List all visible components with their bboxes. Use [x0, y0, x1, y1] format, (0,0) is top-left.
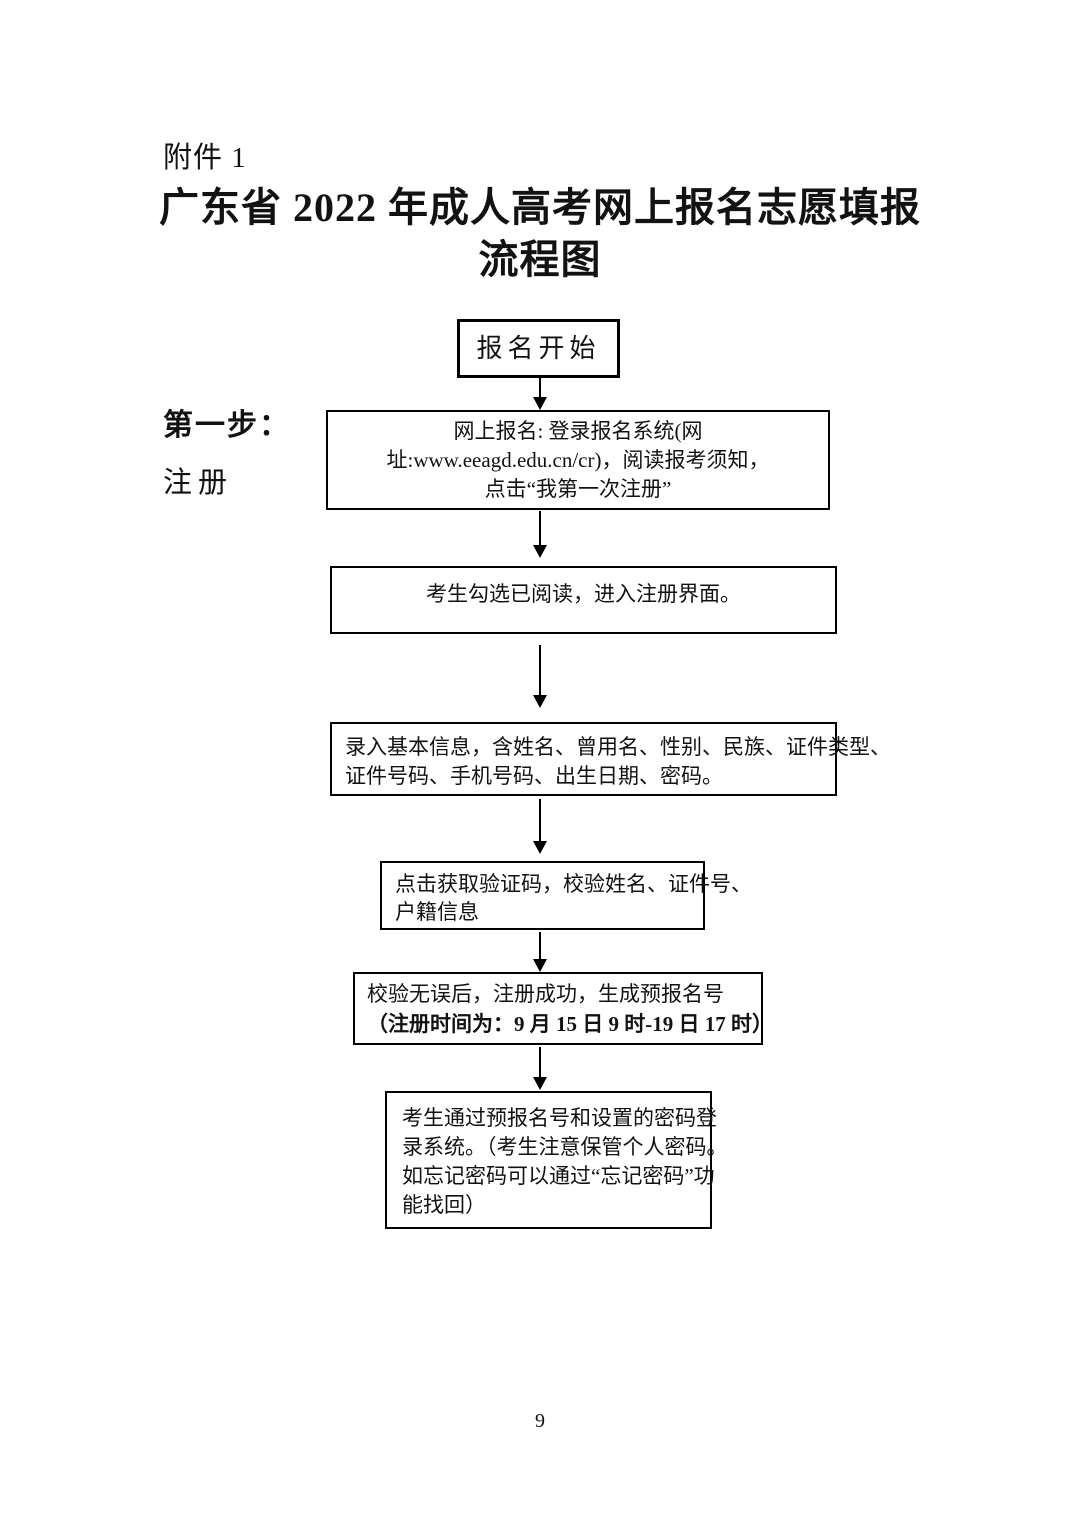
flow-text-line: 户籍信息	[395, 900, 479, 924]
flow-text-line: 点击“我第一次注册”	[484, 477, 672, 501]
flow-node-verification-code: 点击获取验证码，校验姓名、证件号、 户籍信息	[380, 861, 752, 930]
flow-text-line: 点击获取验证码，校验姓名、证件号、	[395, 872, 752, 896]
flow-node-basic-info: 录入基本信息，含姓名、曾用名、性别、民族、证件类型、 证件号码、手机号码、出生日…	[330, 722, 891, 796]
down-arrow-icon	[532, 645, 548, 708]
flow-text-line: 校验无误后，注册成功，生成预报名号	[367, 982, 724, 1006]
flow-text-line: 能找回）	[402, 1193, 486, 1217]
flow-node-online-register: 网上报名: 登录报名系统(网 址:www.eeagd.edu.cn/cr)，阅读…	[326, 410, 830, 510]
flow-node-register-success: 校验无误后，注册成功，生成预报名号 （注册时间为：9 月 15 日 9 时-19…	[353, 972, 773, 1045]
flow-text-line: 考生通过预报名号和设置的密码登	[402, 1106, 717, 1130]
flow-text-line: 考生勾选已阅读，进入注册界面。	[426, 582, 741, 606]
down-arrow-icon	[532, 799, 548, 854]
flow-node-start-text: 报名开始	[476, 334, 601, 363]
page-title-line-2: 流程图	[478, 237, 602, 282]
flow-text-line: 录系统。（考生注意保管个人密码。	[402, 1135, 728, 1159]
flow-text-line: 网上报名: 登录报名系统(网	[453, 419, 703, 443]
flow-text-line-registration-time: （注册时间为：9 月 15 日 9 时-19 日 17 时）	[367, 1012, 773, 1036]
page-title-line-1: 广东省 2022 年成人高考网上报名志愿填报	[159, 185, 921, 230]
page-number: 9	[535, 1410, 545, 1432]
step-1-sublabel: 注册	[163, 467, 234, 499]
flow-text-line: 证件号码、手机号码、出生日期、密码。	[345, 764, 723, 788]
flow-node-read-confirm: 考生勾选已阅读，进入注册界面。	[330, 566, 837, 634]
flow-text-line: 址:www.eeagd.edu.cn/cr)，阅读报考须知，	[386, 448, 770, 472]
step-1-label: 第一步：	[163, 409, 291, 442]
down-arrow-icon	[532, 932, 548, 972]
flow-node-start: 报名开始	[457, 319, 620, 378]
flow-node-login-system: 考生通过预报名号和设置的密码登 录系统。（考生注意保管个人密码。 如忘记密码可以…	[385, 1091, 728, 1229]
down-arrow-icon	[532, 377, 548, 410]
page-title: 广东省 2022 年成人高考网上报名志愿填报 流程图	[0, 182, 1080, 286]
flow-text-line: 如忘记密码可以通过“忘记密码”功	[402, 1164, 715, 1188]
down-arrow-icon	[532, 1047, 548, 1090]
attachment-label: 附件 1	[163, 142, 247, 174]
down-arrow-icon	[532, 511, 548, 558]
flow-text-line: 录入基本信息，含姓名、曾用名、性别、民族、证件类型、	[345, 735, 891, 759]
